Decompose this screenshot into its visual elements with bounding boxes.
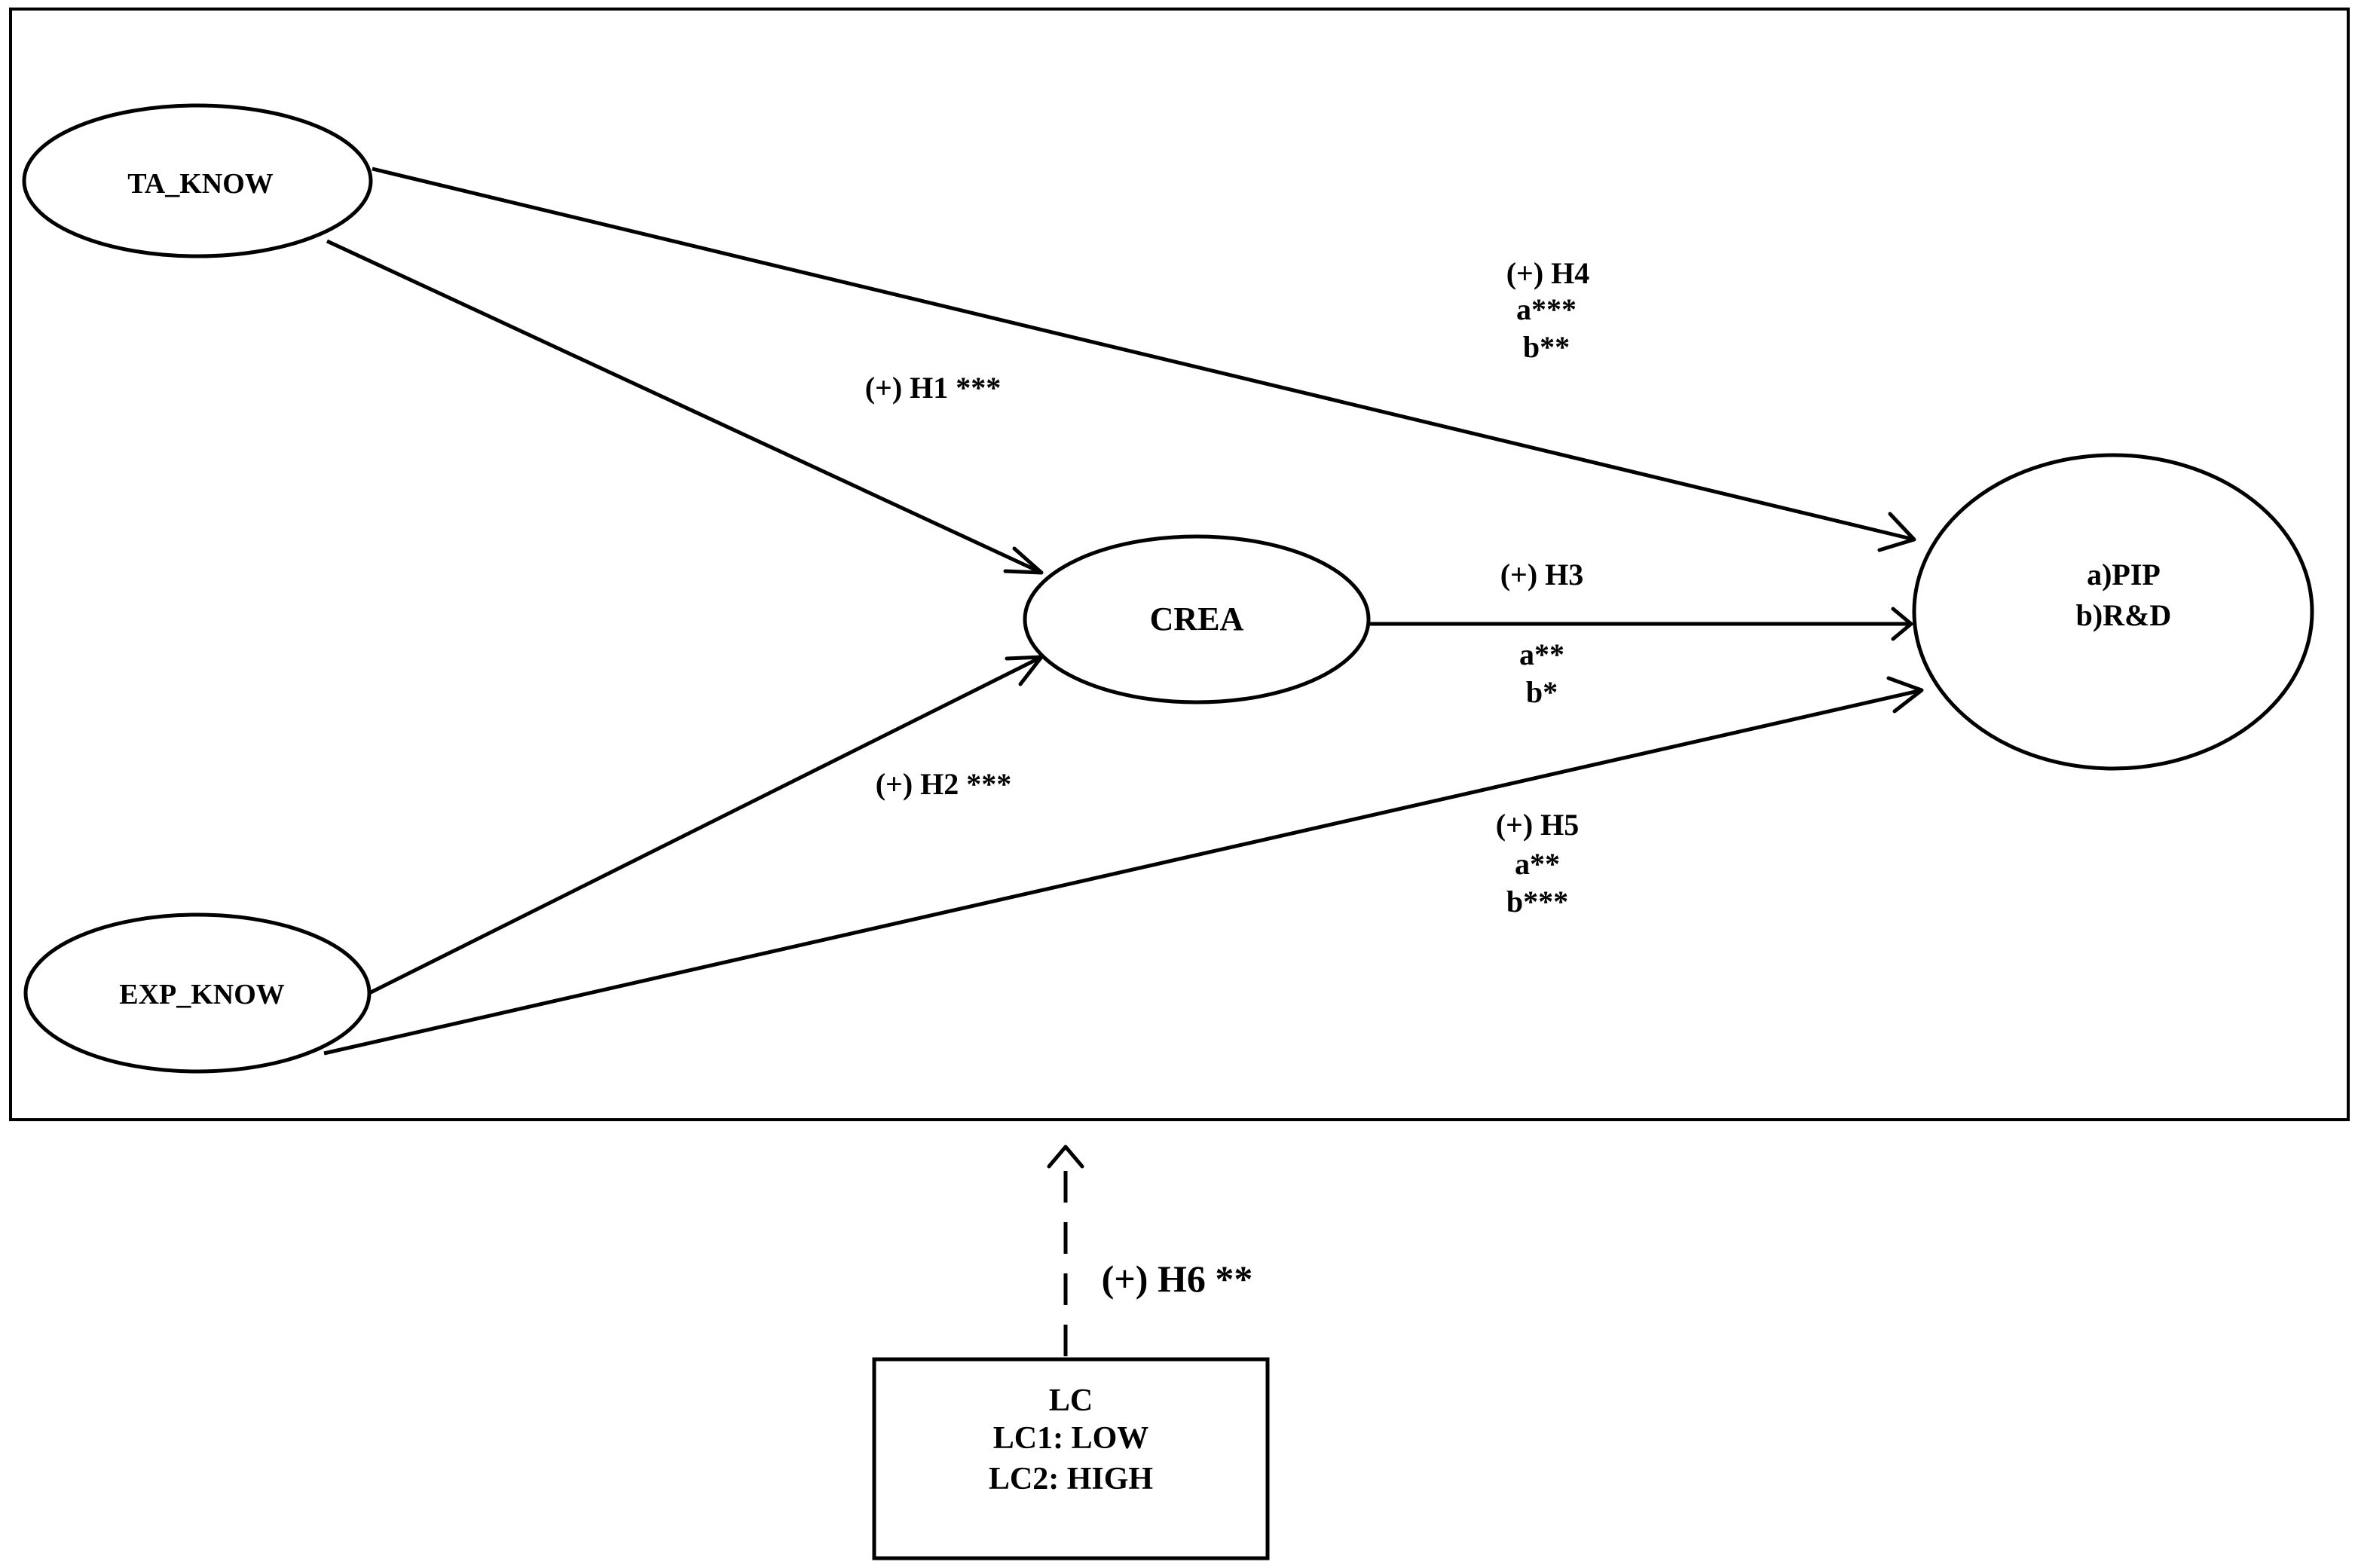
edge-h5-label-line-1: (+) H5 — [1496, 808, 1580, 842]
edge-h6-label: (+) H6 ** — [1102, 1258, 1253, 1300]
edge-h4-label-line-3: b** — [1523, 330, 1570, 364]
node-exp-know: EXP_KNOW — [23, 912, 372, 1074]
node-lc: LC LC1: LOW LC2: HIGH — [872, 1357, 1270, 1560]
node-lc-label-line-1: LC — [1049, 1383, 1093, 1418]
edge-h3-label-line-2: a** — [1519, 637, 1564, 671]
node-outcome-label-line-1: a)PIP — [2087, 558, 2161, 591]
edge-h4-label-line-1: (+) H4 — [1506, 256, 1590, 290]
node-ta-know-label: TA_KNOW — [127, 168, 274, 200]
edge-h5-label-line-2: a** — [1515, 847, 1560, 881]
edge-h4-ta-know-to-outcome — [372, 167, 1916, 552]
node-lc-label-line-2: LC1: LOW — [993, 1421, 1149, 1456]
edge-h2-exp-know-to-crea — [368, 655, 1044, 995]
model-frame — [9, 8, 2350, 1121]
edge-h4-label-line-2: a*** — [1516, 292, 1577, 326]
node-ta-know: TA_KNOW — [22, 103, 373, 258]
node-exp-know-label: EXP_KNOW — [119, 979, 285, 1010]
edge-h5-label-line-3: b*** — [1506, 885, 1568, 918]
edge-h6-lc-to-model — [1047, 1145, 1084, 1356]
node-lc-label-line-3: LC2: HIGH — [989, 1462, 1153, 1496]
node-outcome-label-line-2: b)R&D — [2076, 598, 2172, 632]
node-crea-label: CREA — [1150, 601, 1244, 637]
edge-h2-label: (+) H2 *** — [876, 767, 1012, 801]
edge-h3-label-line-3: b* — [1526, 675, 1558, 709]
node-crea: CREA — [1023, 534, 1371, 705]
edge-h1-label: (+) H1 *** — [865, 371, 1002, 405]
edge-h5-exp-know-to-outcome — [323, 676, 1924, 1056]
node-outcome: a)PIP b)R&D — [1912, 453, 2314, 771]
edge-h3-label-line-1: (+) H3 — [1500, 558, 1584, 591]
edge-h1-ta-know-to-crea — [326, 239, 1044, 575]
edge-h3-crea-to-outcome — [1369, 607, 1913, 641]
